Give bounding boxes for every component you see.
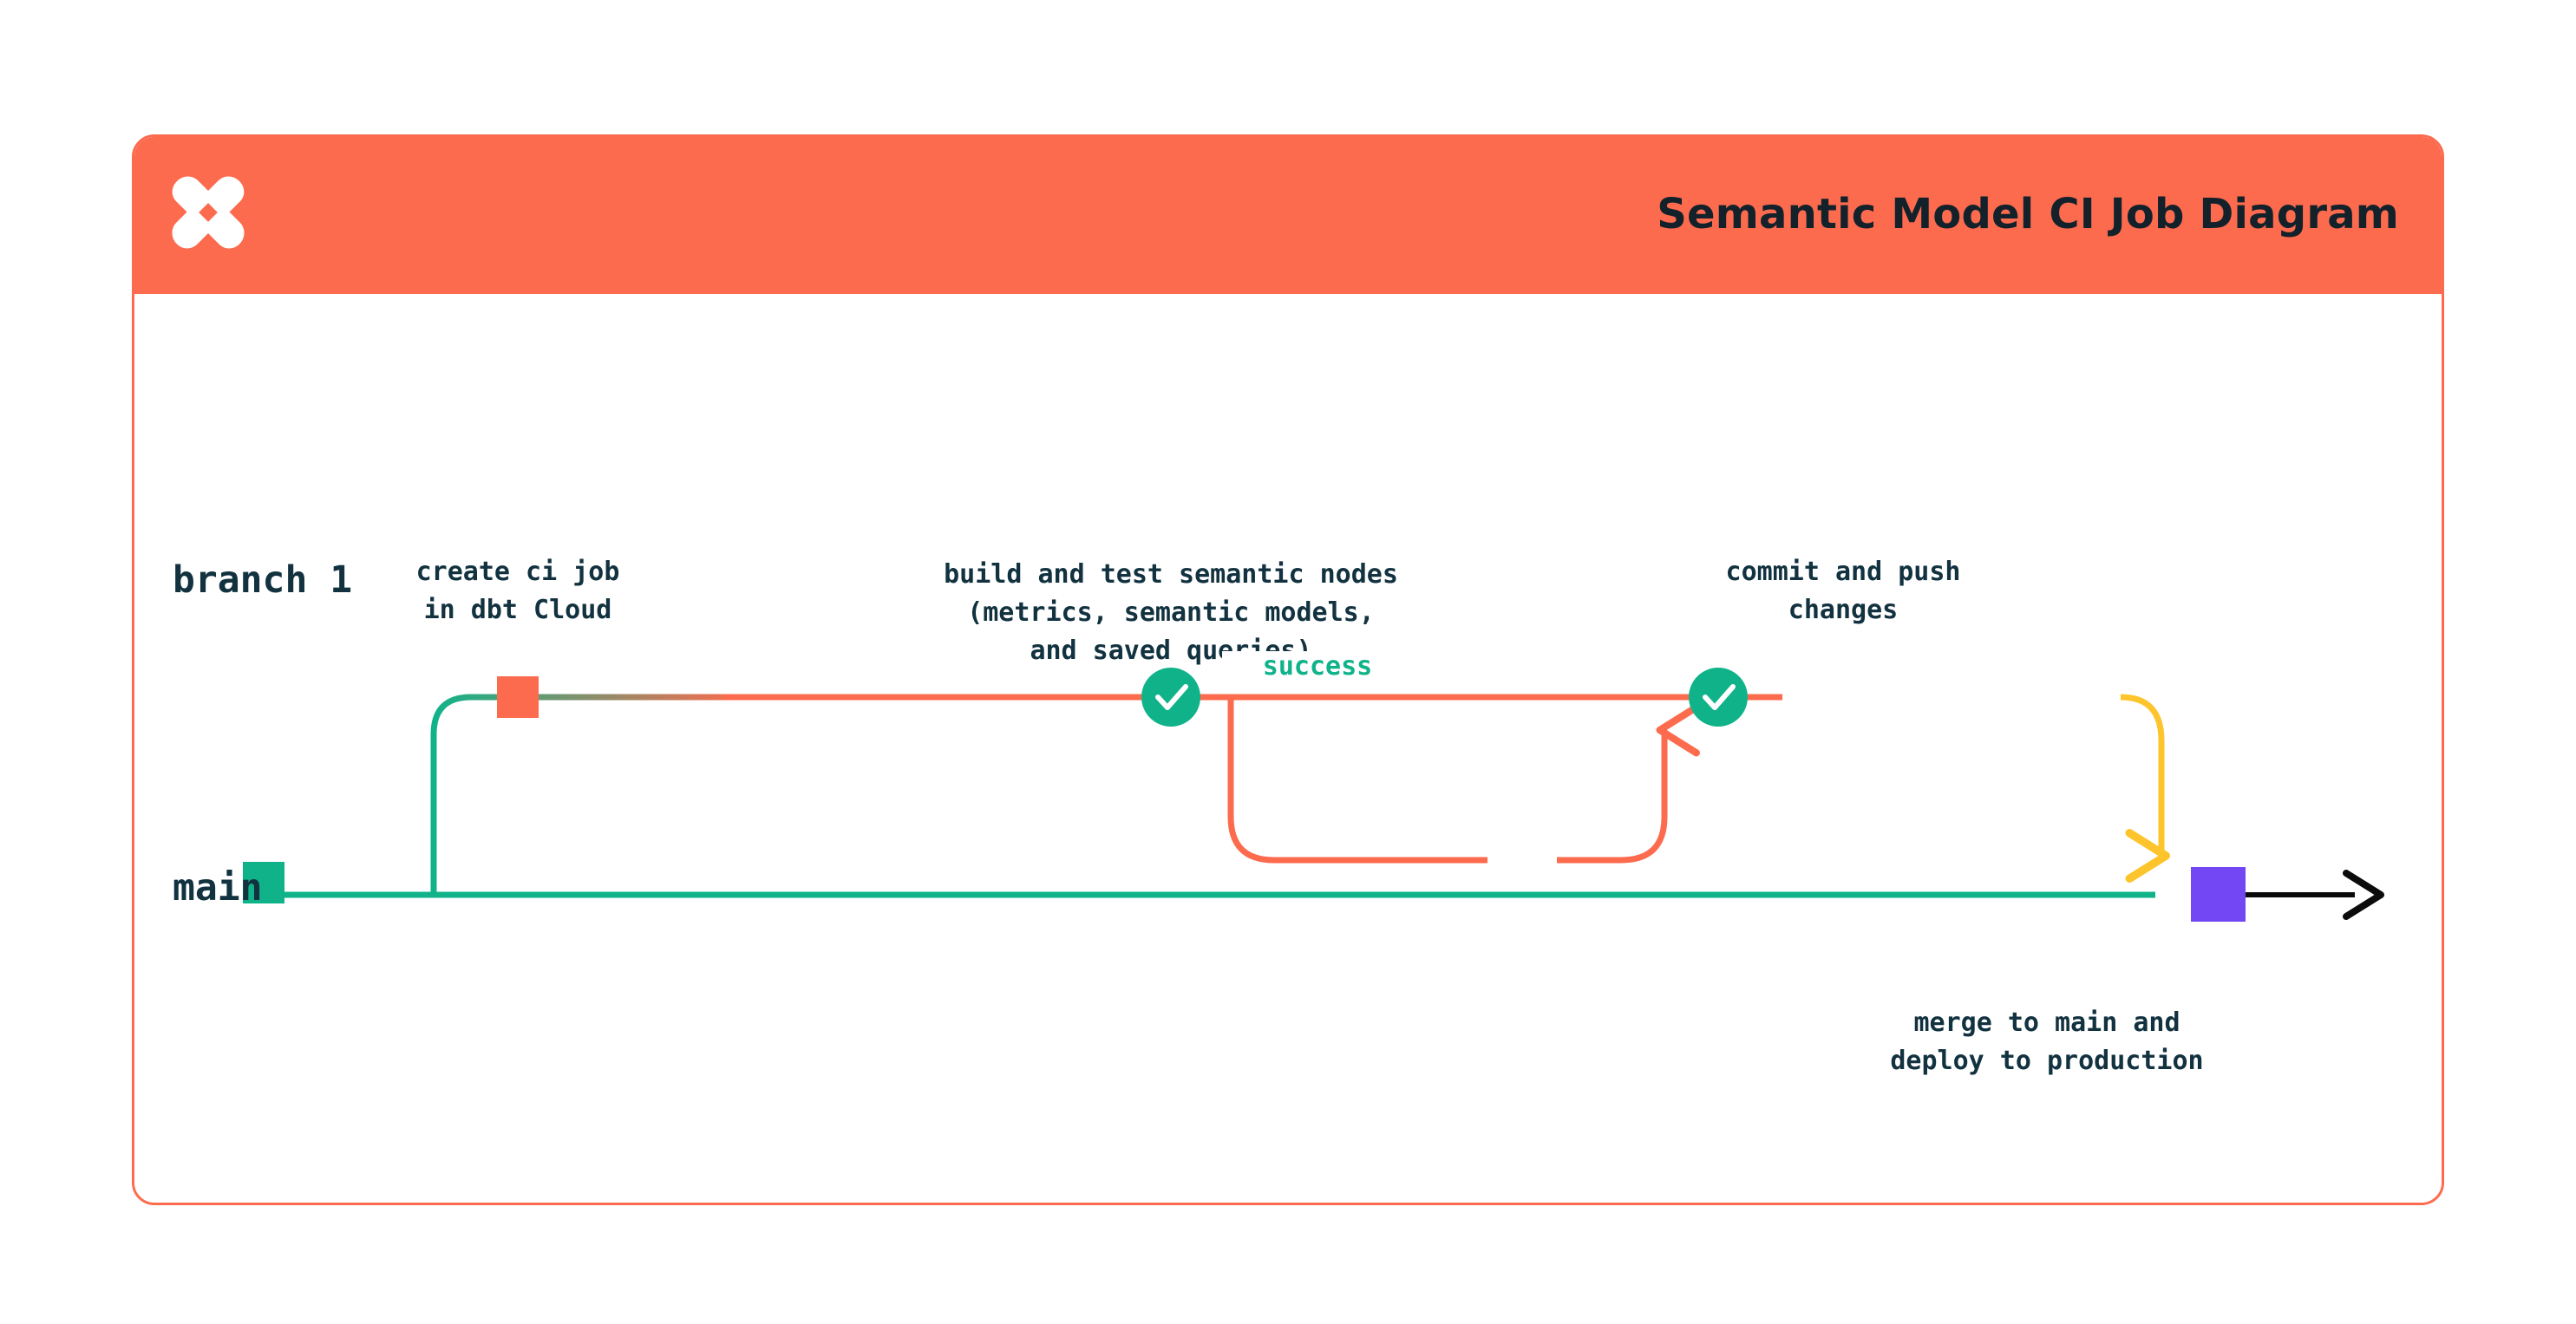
lane-label-branch-1: branch 1: [173, 558, 353, 602]
diagram-canvas: branch 1 main create ci job in dbt Cloud…: [134, 297, 2442, 1203]
edge-branch-start: [430, 694, 742, 895]
node-caption-merge-to-main: merge to main and deploy to production: [1890, 1008, 2204, 1076]
check-icon: [1703, 684, 1736, 710]
node-caption-create-ci-job: create ci job in dbt Cloud: [415, 557, 620, 625]
card-header: Semantic Model CI Job Diagram: [134, 137, 2442, 294]
diagram-card: Semantic Model CI Job Diagram: [132, 134, 2444, 1205]
node-caption-build-and-test: build and test semantic nodes (metrics, …: [944, 559, 1398, 666]
edge-success-loop: [1227, 697, 1700, 864]
lane-label-main: main: [173, 866, 263, 910]
edge-branch-to-merge: [1774, 694, 2170, 883]
page-title: Semantic Model CI Job Diagram: [1657, 190, 2399, 238]
node-marker-create-ci-job[interactable]: [497, 676, 539, 718]
node-caption-commit-and-push: commit and push changes: [1725, 557, 1961, 625]
node-marker-merge-to-main[interactable]: [2191, 867, 2246, 922]
check-icon: [1155, 684, 1188, 710]
node-marker-build-and-test[interactable]: [1141, 668, 1200, 727]
diagram-graphics: [243, 668, 2384, 922]
node-marker-commit-and-push[interactable]: [1689, 668, 1748, 727]
edge-label-success: success: [1222, 651, 1413, 682]
dbt-x-logo-icon: [167, 171, 250, 254]
node-marker-main-start[interactable]: [243, 862, 284, 903]
